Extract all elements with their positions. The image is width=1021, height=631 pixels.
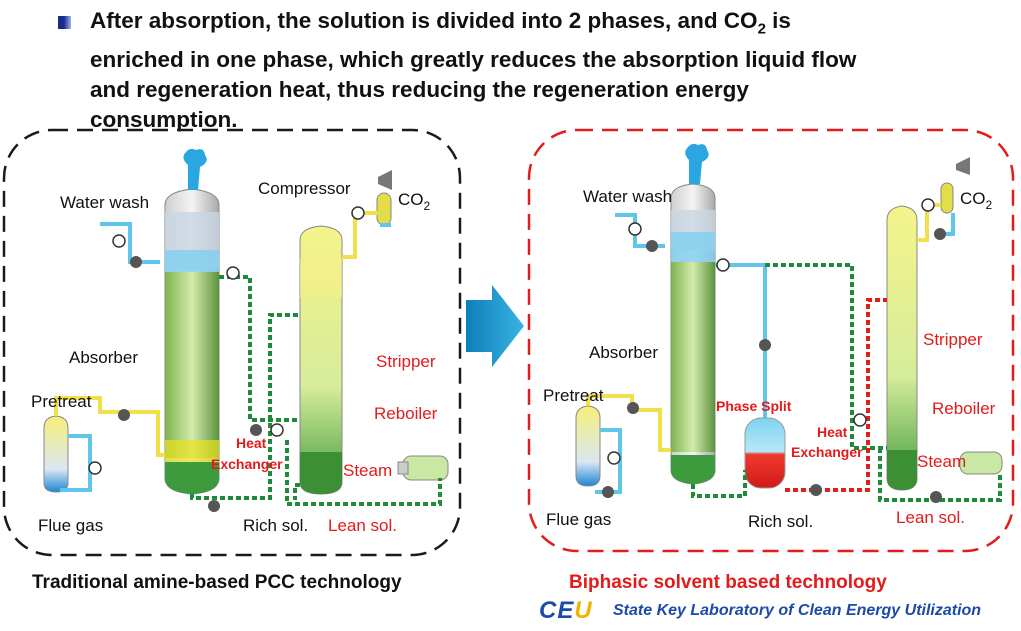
- left-valve-icon: [270, 423, 284, 437]
- right-valve-icon: [853, 413, 867, 427]
- left-steam-plume-icon: [183, 148, 207, 190]
- left-absorber-column: [164, 188, 220, 495]
- right-compressor-icon: [956, 157, 970, 175]
- left-steam-label: Steam: [343, 461, 392, 480]
- left-valve-icon: [226, 266, 240, 280]
- bullet-line4: consumption.: [90, 106, 238, 132]
- ceu-logo: CEU: [539, 597, 593, 624]
- left-co2-label: CO2: [398, 190, 431, 213]
- right-flue-gas-label: Flue gas: [546, 510, 611, 529]
- right-pretreat-label: Pretreat: [543, 386, 604, 405]
- right-pretreat-vessel: [575, 405, 601, 487]
- left-water-wash-label: Water wash: [60, 193, 149, 212]
- left-reboiler: [397, 455, 449, 481]
- right-absorber-label: Absorber: [589, 343, 658, 362]
- left-valve-icon: [88, 461, 102, 475]
- left-compressor-label: Compressor: [258, 179, 351, 198]
- right-steam-plume-icon: [685, 143, 709, 184]
- left-panel-frame: [2, 128, 462, 557]
- right-steam-label: Steam: [917, 452, 966, 471]
- right-co2-vessel: [940, 182, 954, 214]
- phase-split-vessel: [744, 417, 786, 489]
- right-pump-icon: [759, 339, 771, 351]
- left-reboiler-label: Reboiler: [374, 404, 438, 423]
- left-valve-icon: [112, 234, 126, 248]
- bullet-text: After absorption, the solution is divide…: [90, 6, 990, 135]
- right-reboiler: [959, 451, 1003, 475]
- left-valve-icon: [351, 206, 365, 220]
- right-co2-label: CO2: [960, 189, 993, 212]
- right-panel-frame: [527, 128, 1015, 553]
- bullet-line2: enriched in one phase, which greatly red…: [90, 46, 857, 72]
- right-valve-icon: [921, 198, 935, 212]
- left-absorber-label: Absorber: [69, 348, 138, 367]
- right-exchanger-label: Exchanger: [791, 444, 863, 460]
- right-pump-icon: [934, 228, 946, 240]
- left-pump-icon: [130, 256, 142, 268]
- left-co2-vessel: [376, 192, 392, 226]
- right-valve-icon: [607, 451, 621, 465]
- bullet-line1: After absorption, the solution is divide…: [90, 8, 758, 33]
- left-pump-icon: [250, 424, 262, 436]
- right-pump-icon: [930, 491, 942, 503]
- right-water-wash-label: Water wash: [583, 187, 672, 206]
- right-pump-icon: [646, 240, 658, 252]
- left-flue-gas-label: Flue gas: [38, 516, 103, 535]
- left-pretreat-vessel: [43, 415, 69, 493]
- transition-arrow-icon: [466, 285, 524, 367]
- left-pump-icon: [208, 500, 220, 512]
- left-pretreat-label: Pretreat: [31, 392, 92, 411]
- left-stripper-column: [299, 225, 343, 495]
- left-pipes: [54, 211, 442, 506]
- left-exchanger-label: Exchanger: [211, 456, 283, 472]
- right-caption: Biphasic solvent based technology: [569, 572, 887, 593]
- phase-split-label: Phase Split: [716, 398, 792, 414]
- right-valve-icon: [716, 258, 730, 272]
- right-stripper-column: [886, 205, 918, 491]
- left-caption: Traditional amine-based PCC technology: [32, 572, 402, 593]
- bullet-co2-subscript: 2: [757, 20, 766, 38]
- footer: CEU State Key Laboratory of Clean Energy…: [535, 597, 1015, 627]
- left-pump-icon: [118, 409, 130, 421]
- right-stripper-label: Stripper: [923, 330, 983, 349]
- right-pump-icon: [810, 484, 822, 496]
- left-heat-label: Heat: [236, 435, 267, 451]
- left-rich-sol-label: Rich sol.: [243, 516, 308, 535]
- bullet-line1-end: is: [765, 8, 791, 33]
- left-compressor-icon: [378, 170, 392, 190]
- right-rich-sol-label: Rich sol.: [748, 512, 813, 531]
- lab-name: State Key Laboratory of Clean Energy Uti…: [613, 602, 982, 619]
- left-stripper-label: Stripper: [376, 352, 436, 371]
- right-reboiler-label: Reboiler: [932, 399, 996, 418]
- left-lean-sol-label: Lean sol.: [328, 516, 397, 535]
- right-absorber-column: [670, 183, 716, 485]
- right-valve-icon: [628, 222, 642, 236]
- right-heat-label: Heat: [817, 424, 848, 440]
- right-lean-sol-label: Lean sol.: [896, 508, 965, 527]
- right-pump-icon: [602, 486, 614, 498]
- right-pump-icon: [627, 402, 639, 414]
- bullet-square-icon: [58, 16, 71, 29]
- bullet-line3: and regeneration heat, thus reducing the…: [90, 76, 749, 102]
